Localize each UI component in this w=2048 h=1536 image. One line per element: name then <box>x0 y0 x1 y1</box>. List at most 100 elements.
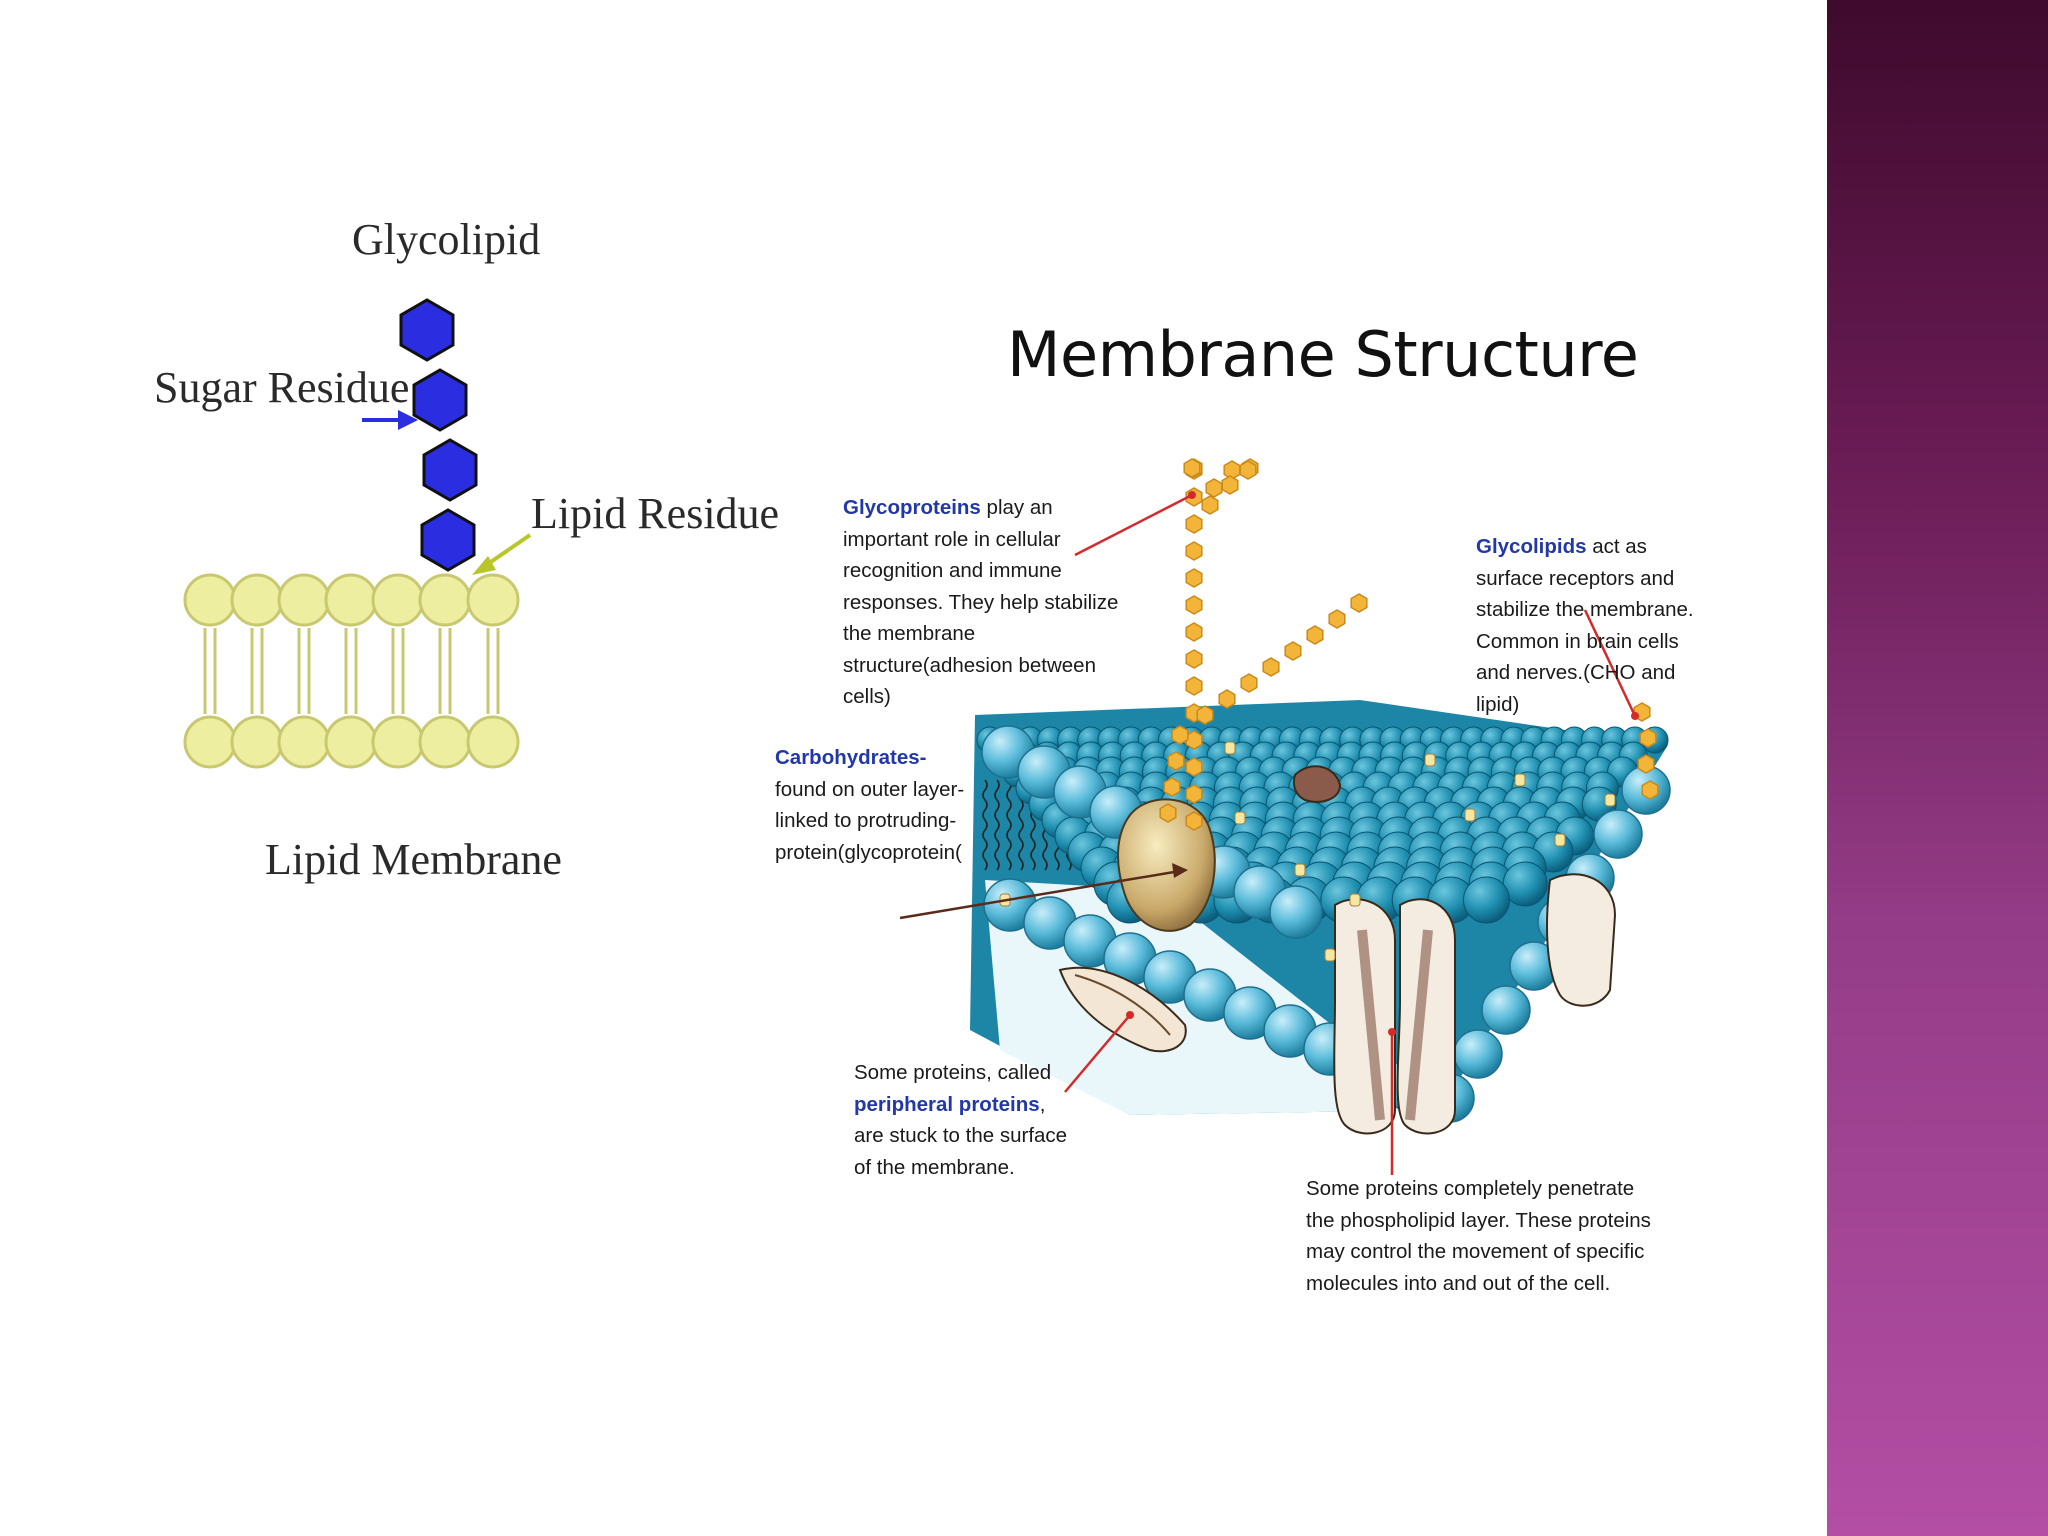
carbohydrate-bead <box>1221 475 1239 495</box>
carbohydrate-bead <box>1185 622 1203 642</box>
membrane-head-edge <box>1481 985 1531 1035</box>
lipid-residue-arrow <box>472 533 532 575</box>
sugar-hexagon <box>420 508 476 572</box>
glycoproteins-line: structure(adhesion between <box>843 653 1096 677</box>
membrane-head-edge <box>1453 1029 1503 1079</box>
sugar-residue-label: Sugar Residue <box>154 363 410 412</box>
integral-line: Some proteins completely penetrate <box>1306 1177 1635 1200</box>
glycolipids-line: stabilize the membrane. <box>1476 598 1694 621</box>
glycolipids-line: Common in brain cells <box>1476 629 1679 653</box>
glycolipids-keyword: Glycolipids <box>1476 535 1587 558</box>
glycoprotein-sphere <box>1117 798 1216 932</box>
carbohydrate-bead <box>1171 725 1189 745</box>
integral-line: molecules into and out of the cell. <box>1306 1271 1611 1295</box>
carbohydrate-chains <box>1159 458 1659 831</box>
carbohydrate-bead <box>1218 689 1236 709</box>
carbohydrates-line: found on outer layer- <box>775 777 965 801</box>
carbohydrate-bead <box>1262 657 1280 677</box>
decorative-sidebar <box>1827 0 2048 1536</box>
carbohydrate-bead <box>1185 811 1203 831</box>
carbohydrate-bead <box>1201 495 1219 515</box>
phospholipid-tail <box>982 779 988 871</box>
lipid-head <box>466 573 520 627</box>
carbohydrate-bead <box>1350 593 1368 613</box>
integral-proteins-caption: Some proteins completely penetrate the p… <box>1306 1173 1651 1299</box>
cholesterol-dot <box>1604 793 1616 807</box>
carbohydrate-bead <box>1185 784 1203 804</box>
cholesterol-dot <box>1294 863 1306 877</box>
glycoproteins-line: the membrane <box>843 622 976 645</box>
integral-protein-right <box>1546 873 1617 1007</box>
carbohydrate-bead <box>1328 609 1346 629</box>
cholesterol-dot <box>1224 741 1236 755</box>
sugar-hexagon <box>399 298 455 362</box>
carbohydrate-bead <box>1196 705 1214 725</box>
cholesterol-dot <box>1324 948 1336 962</box>
carbohydrate-bead <box>1240 673 1258 693</box>
carbohydrate-bead <box>1185 757 1203 777</box>
cholesterol-dot <box>1554 833 1566 847</box>
sugar-residue-chain <box>399 298 478 572</box>
lipid-tails <box>203 628 500 714</box>
glycoproteins-line: play an <box>980 496 1053 519</box>
carbohydrate-bead <box>1185 676 1203 696</box>
carbohydrate-bead <box>1284 641 1302 661</box>
carbohydrate-bead <box>1167 751 1185 771</box>
glycoproteins-keyword: Glycoproteins <box>843 496 981 519</box>
membrane-head-front <box>1269 885 1323 939</box>
peripheral-line: are stuck to the surface <box>854 1124 1068 1147</box>
pointer-glycoproteins <box>1074 491 1196 557</box>
phospholipid-heads <box>976 725 1671 1123</box>
carbohydrate-bead <box>1306 625 1324 645</box>
carbohydrates-caption: Carbohydrates- found on outer layer- lin… <box>775 742 964 868</box>
carbohydrate-bead <box>1239 460 1257 480</box>
pointer-integral <box>1388 1028 1396 1175</box>
carbohydrate-bead <box>1641 780 1659 800</box>
cholesterol-dot <box>1234 811 1246 825</box>
carbohydrate-bead <box>1185 514 1203 534</box>
glycoproteins-line: recognition and immune <box>843 559 1062 582</box>
peripheral-protein <box>1058 966 1187 1053</box>
carbohydrate-bead <box>1159 803 1177 823</box>
carbohydrate-bead <box>1185 595 1203 615</box>
pointer-carbohydrates <box>899 863 1188 920</box>
phospholipid-tail <box>994 779 1000 871</box>
membrane-head-edge <box>1593 809 1643 859</box>
carbohydrates-line: linked to protruding- <box>775 809 957 832</box>
carbohydrates-line: protein(glycoprotein( <box>775 840 962 864</box>
carbohydrate-bead <box>1163 777 1181 797</box>
lipid-membrane-label: Lipid Membrane <box>265 835 562 884</box>
glycolipids-caption: Glycolipids act as surface receptors and… <box>1476 531 1694 720</box>
phospholipid-tail <box>1006 779 1012 871</box>
carbohydrate-bead <box>1185 541 1203 561</box>
lipid-head <box>466 715 520 769</box>
sugar-residue-arrow <box>362 410 418 430</box>
cholesterol-dot <box>1424 753 1436 767</box>
glycoproteins-line: responses. They help stabilize <box>843 590 1119 614</box>
pointer-peripheral <box>1064 1011 1134 1093</box>
carbohydrate-bead <box>1637 754 1655 774</box>
membrane-head <box>1463 876 1510 924</box>
glycolipids-line: lipid) <box>1476 692 1520 716</box>
integral-line: the phospholipid layer. These proteins <box>1306 1208 1651 1232</box>
glycoproteins-caption: Glycoproteins play an important role in … <box>843 492 1118 713</box>
carbohydrate-bead <box>1185 649 1203 669</box>
pointer-glycolipids <box>1583 609 1639 720</box>
peripheral-proteins-keyword: peripheral proteins <box>854 1092 1040 1116</box>
glycolipids-line: surface receptors and <box>1476 566 1675 590</box>
carbohydrates-keyword: Carbohydrates- <box>775 746 927 769</box>
cholesterol-dot <box>1349 893 1361 907</box>
carbohydrate-bead <box>1205 478 1223 498</box>
peripheral-comma: , <box>1039 1092 1046 1116</box>
sugar-hexagon <box>422 438 478 502</box>
glycolipids-line: act as <box>1586 535 1647 558</box>
peripheral-line: of the membrane. <box>854 1155 1015 1179</box>
cholesterol-dot <box>1464 808 1476 822</box>
integral-line: may control the movement of specific <box>1306 1240 1645 1263</box>
glycoproteins-line: important role in cellular <box>843 527 1061 551</box>
cholesterol-dot <box>1514 773 1526 787</box>
integral-protein-channel <box>1333 898 1456 1135</box>
membrane-structure-title: Membrane Structure <box>1007 318 1639 391</box>
